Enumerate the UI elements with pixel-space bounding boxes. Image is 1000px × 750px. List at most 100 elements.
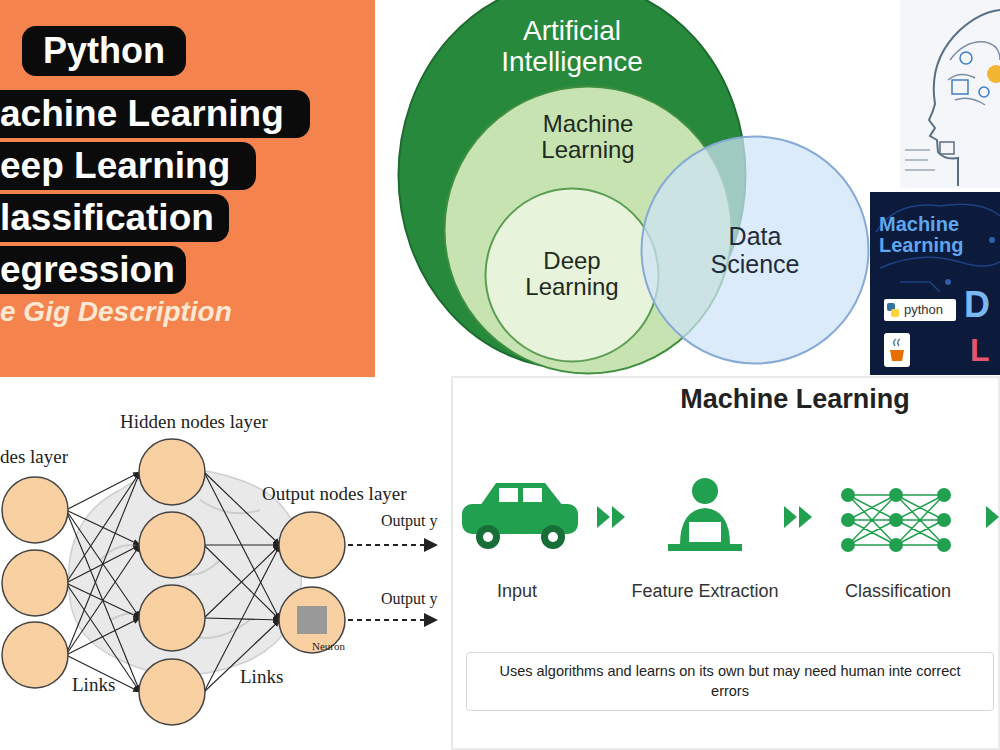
neuron-circles xyxy=(2,550,68,616)
head-illustration xyxy=(905,150,935,170)
topic-pill: Python xyxy=(22,26,186,76)
output-arrowheads xyxy=(424,538,438,552)
link-lines xyxy=(66,472,140,655)
head-illustration xyxy=(940,142,954,154)
neuron-circles xyxy=(279,512,345,578)
output-label: Output y xyxy=(381,512,437,530)
head-illustration xyxy=(987,65,1000,83)
network-icon xyxy=(848,495,944,545)
head-illustration xyxy=(900,0,1000,188)
link-label: Links xyxy=(72,674,115,696)
java-icon xyxy=(890,350,904,361)
link-label: Links xyxy=(240,666,283,688)
neuron-circles xyxy=(2,622,68,688)
car-icon xyxy=(541,525,565,549)
neuron-circles xyxy=(139,512,205,578)
network-icon xyxy=(889,513,903,527)
network-icon xyxy=(841,488,951,552)
head-illustration xyxy=(952,80,968,94)
person-icon xyxy=(688,521,722,543)
network-icon xyxy=(937,488,951,502)
network-icon xyxy=(889,488,903,502)
letter: L xyxy=(970,332,990,369)
dark-panel xyxy=(876,204,1000,292)
node-text: Data Science xyxy=(690,223,820,278)
car-icon xyxy=(548,532,558,542)
node-text: Deep Learning xyxy=(507,248,637,301)
node-text: achine Learning xyxy=(0,90,310,138)
head-illustration xyxy=(929,10,1000,186)
chevron-arrows xyxy=(597,506,999,528)
venn-circle: Data Science xyxy=(640,135,870,365)
ml-panel xyxy=(452,377,999,749)
chevron-arrows xyxy=(612,506,625,528)
link-lines xyxy=(66,472,140,510)
python-logo xyxy=(887,303,899,317)
person-icon xyxy=(668,544,742,551)
letter: D xyxy=(964,284,990,326)
node-text: Artificial Intelligence xyxy=(467,16,677,78)
venn-fill xyxy=(642,137,869,364)
chevron-arrows xyxy=(799,506,812,528)
chevron-arrows xyxy=(597,506,610,528)
person-icon xyxy=(692,478,718,504)
neuron-circles xyxy=(139,439,205,505)
venn-fill xyxy=(486,189,659,362)
java-icon xyxy=(884,333,910,367)
head-illustration xyxy=(979,87,989,97)
chevron-arrows xyxy=(784,506,797,528)
java-icon xyxy=(884,333,910,367)
output-arrows xyxy=(348,544,424,546)
car-icon xyxy=(523,488,542,502)
topic-pill: eep Learning xyxy=(0,142,256,190)
neuron-label: Neuron xyxy=(312,640,345,652)
tagline: e Gig Description xyxy=(0,296,232,328)
java-icon xyxy=(894,339,900,346)
network-icon xyxy=(841,488,855,502)
venn-circle: Deep Learning xyxy=(484,187,660,363)
note-box: Uses algorithms and learns on its own bu… xyxy=(466,652,994,711)
neuron-circles xyxy=(139,585,205,651)
link-lines xyxy=(66,472,140,583)
neuron-circles xyxy=(139,659,205,725)
car-icon xyxy=(499,488,518,502)
output-arrowheads xyxy=(424,538,438,627)
network-icon xyxy=(937,538,951,552)
layer-label: Output nodes layer xyxy=(262,483,407,505)
link-lines xyxy=(66,618,140,655)
link-lines xyxy=(204,544,280,545)
layer-label: Hidden nodes layer xyxy=(120,411,268,433)
person-icon xyxy=(668,478,742,551)
neuron-square xyxy=(297,606,327,634)
ml-panel xyxy=(452,377,999,749)
network-icon xyxy=(841,538,855,552)
car-icon xyxy=(476,525,500,549)
step-label: Feature Extraction xyxy=(620,581,790,602)
head-illustration xyxy=(960,52,972,64)
topic-pill: lassification xyxy=(0,194,229,242)
network-icon xyxy=(889,538,903,552)
node-text: Uses algorithms and learns on its own bu… xyxy=(467,653,993,710)
link-lines xyxy=(66,545,140,655)
section-heading: Machine Learning xyxy=(630,384,960,415)
link-lines xyxy=(204,545,280,620)
dark-panel xyxy=(945,279,951,285)
output-arrowheads xyxy=(424,613,438,627)
output-arrows xyxy=(348,619,424,621)
link-lines xyxy=(204,472,280,545)
network-icon xyxy=(841,488,951,552)
output-label: Output y xyxy=(381,590,437,608)
dark-panel xyxy=(989,237,995,243)
person-icon xyxy=(680,508,730,545)
head-illustration xyxy=(900,0,1000,188)
node-text: Machine Learning xyxy=(508,111,668,164)
dark-panel xyxy=(870,192,1000,375)
panel-title: Machine Learning xyxy=(879,214,975,256)
node-text: lassification xyxy=(0,194,229,242)
output-arrows xyxy=(348,545,424,620)
